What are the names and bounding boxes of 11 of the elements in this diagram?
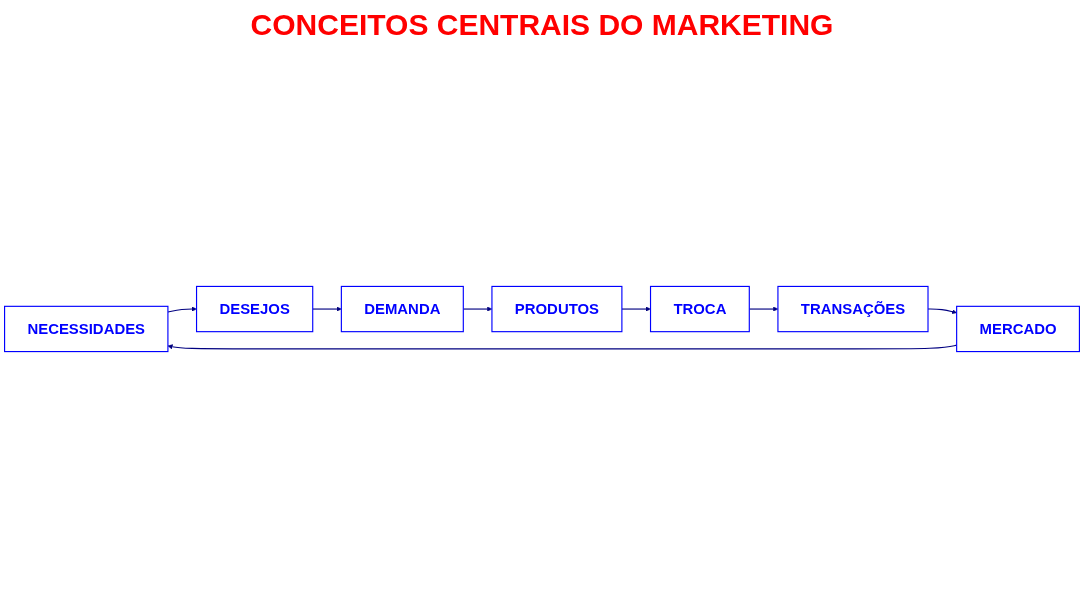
arrow	[621, 306, 651, 312]
node-box: MERCADO	[956, 305, 1080, 353]
node-box: NECESSIDADES	[4, 305, 169, 353]
node-box: TROCA	[649, 285, 750, 333]
node-box: DESEJOS	[195, 285, 314, 333]
arrow	[312, 306, 342, 312]
diagram-title: CONCEITOS CENTRAIS DO MARKETING	[249, 8, 835, 42]
node-box: DEMANDA	[340, 285, 464, 333]
arrow	[167, 306, 197, 313]
node-box: TRANSAÇÕES	[777, 285, 929, 333]
node-box: PRODUTOS	[491, 285, 623, 333]
